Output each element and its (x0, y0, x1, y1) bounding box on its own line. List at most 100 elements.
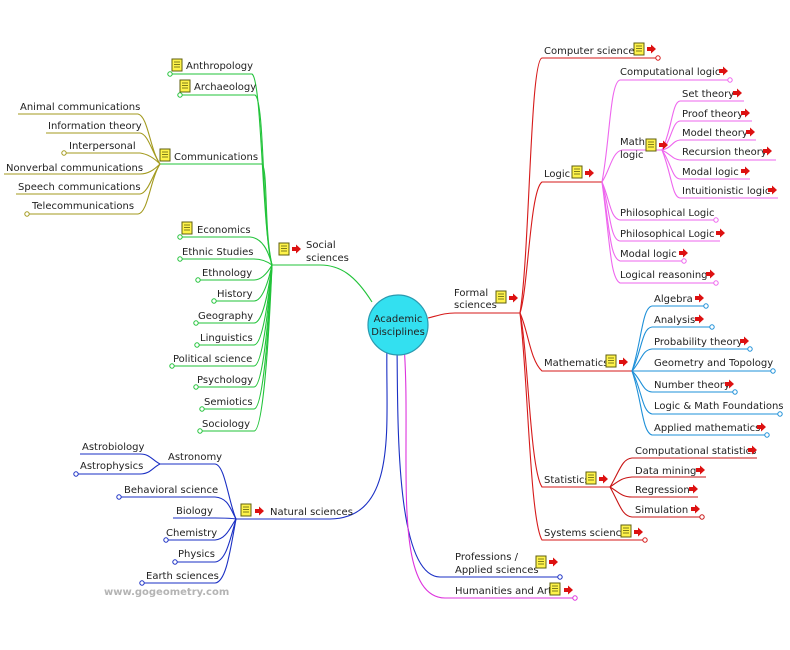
node-geography[interactable]: Geography (198, 311, 253, 322)
node-archaeology[interactable]: Archaeology (194, 82, 256, 93)
node-recursion-theory[interactable]: Recursion theory (682, 147, 767, 158)
link-arrow-icon[interactable] (691, 504, 700, 514)
note-icon (605, 354, 617, 368)
connectors (4, 57, 780, 599)
node-computational-logic[interactable]: Computational logic (620, 67, 720, 78)
node-nonverbal-communications[interactable]: Nonverbal communications (6, 163, 143, 174)
note-icon (495, 290, 507, 304)
node-systems-science[interactable]: Systems science (544, 528, 627, 539)
link-arrow-icon[interactable] (564, 585, 573, 595)
branch-social-sciences[interactable]: Social sciences (278, 240, 349, 264)
node-data-mining[interactable]: Data mining (635, 466, 696, 477)
node-logical-reasoning[interactable]: Logical reasoning (620, 270, 708, 281)
node-logic[interactable]: Logic (544, 169, 570, 180)
link-arrow-icon[interactable] (741, 166, 750, 176)
central-label-2: Disciplines (371, 327, 425, 338)
link-arrow-icon[interactable] (647, 44, 656, 54)
node-math-logic-2[interactable]: logic (620, 150, 644, 161)
node-speech-communications[interactable]: Speech communications (18, 182, 141, 193)
link-arrow-icon[interactable] (599, 474, 608, 484)
node-linguistics[interactable]: Linguistics (200, 333, 253, 344)
node-computational-statistics[interactable]: Computational statistics (635, 446, 756, 457)
node-algebra[interactable]: Algebra (654, 294, 693, 305)
link-arrow-icon[interactable] (716, 228, 725, 238)
link-arrow-icon[interactable] (695, 314, 704, 324)
link-arrow-icon[interactable] (733, 88, 742, 98)
node-animal-communications[interactable]: Animal communications (20, 102, 140, 113)
node-number-theory[interactable]: Number theory (654, 380, 730, 391)
node-ethnic-studies[interactable]: Ethnic Studies (182, 247, 253, 258)
formal-label-2: sciences (454, 300, 497, 311)
node-ethnology[interactable]: Ethnology (202, 268, 252, 279)
note-icon (171, 58, 183, 72)
note-icon (585, 471, 597, 485)
node-astrophysics[interactable]: Astrophysics (80, 461, 143, 472)
node-math-logic-1[interactable]: Math (620, 137, 645, 148)
node-probability-theory[interactable]: Probability theory (654, 337, 743, 348)
node-economics[interactable]: Economics (197, 225, 251, 236)
node-philosophical-logic-2[interactable]: Philosophical Logic (620, 229, 715, 240)
link-arrow-icon[interactable] (292, 244, 301, 254)
watermark: www.gogeometry.com (104, 587, 229, 598)
node-intuitionistic-logic[interactable]: Intuitionistic logic (682, 186, 770, 197)
note-icon (181, 221, 193, 235)
node-modal-logic-math[interactable]: Modal logic (682, 167, 739, 178)
link-arrow-icon[interactable] (679, 248, 688, 258)
branch-natural-sciences[interactable]: Natural sciences (240, 503, 353, 518)
node-history[interactable]: History (217, 289, 253, 300)
node-proof-theory[interactable]: Proof theory (682, 109, 743, 120)
link-arrow-icon[interactable] (255, 506, 264, 516)
link-arrow-icon[interactable] (689, 484, 698, 494)
node-philosophical-logic-1[interactable]: Philosophical Logic (620, 208, 715, 219)
node-applied-mathematics[interactable]: Applied mathematics (654, 423, 760, 434)
link-arrow-icon[interactable] (696, 465, 705, 475)
humanities-label: Humanities and Arts (455, 586, 557, 597)
node-earth-sciences[interactable]: Earth sciences (146, 571, 219, 582)
note-icon (179, 79, 191, 93)
social-label-2: sciences (306, 253, 349, 264)
node-statistics[interactable]: Statistics (544, 475, 590, 486)
node-modal-logic[interactable]: Modal logic (620, 249, 677, 260)
node-chemistry[interactable]: Chemistry (166, 528, 217, 539)
link-arrow-icon[interactable] (695, 293, 704, 303)
branch-humanities[interactable]: Humanities and Arts (455, 582, 573, 597)
node-set-theory[interactable]: Set theory (682, 89, 734, 100)
node-geometry-topology[interactable]: Geometry and Topology (654, 358, 773, 369)
social-label-1: Social (306, 240, 336, 251)
node-mathematics[interactable]: Mathematics (544, 358, 608, 369)
node-simulation[interactable]: Simulation (635, 505, 688, 516)
branch-professions[interactable]: Professions / Applied sciences (455, 552, 558, 576)
node-astronomy[interactable]: Astronomy (168, 452, 222, 463)
node-political-science[interactable]: Political science (173, 354, 252, 365)
node-logic-math-foundations[interactable]: Logic & Math Foundations (654, 401, 784, 412)
node-anthropology[interactable]: Anthropology (186, 61, 253, 72)
node-physics[interactable]: Physics (178, 549, 215, 560)
node-analysis[interactable]: Analysis (654, 315, 695, 326)
link-arrow-icon[interactable] (585, 168, 594, 178)
statistics-items: Computational statistics Data mining Reg… (635, 445, 757, 516)
link-arrow-icon[interactable] (634, 527, 643, 537)
node-computer-sciences[interactable]: Computer sciences (544, 46, 640, 57)
node-astrobiology[interactable]: Astrobiology (82, 442, 144, 453)
link-arrow-icon[interactable] (719, 66, 728, 76)
node-interpersonal[interactable]: Interpersonal (69, 141, 136, 152)
link-arrow-icon[interactable] (619, 357, 628, 367)
node-biology[interactable]: Biology (176, 506, 213, 517)
central-label-1: Academic (374, 314, 423, 325)
node-model-theory[interactable]: Model theory (682, 128, 748, 139)
node-information-theory[interactable]: Information theory (48, 121, 142, 132)
node-psychology[interactable]: Psychology (197, 375, 253, 386)
node-sociology[interactable]: Sociology (202, 419, 250, 430)
central-node[interactable]: Academic Disciplines (367, 294, 429, 356)
link-arrow-icon[interactable] (549, 557, 558, 567)
node-semiotics[interactable]: Semiotics (204, 397, 253, 408)
link-arrow-icon[interactable] (509, 293, 518, 303)
natural-label: Natural sciences (270, 507, 353, 518)
note-icon (633, 42, 645, 56)
node-regression[interactable]: Regression (635, 485, 690, 496)
node-telecommunications[interactable]: Telecommunications (31, 201, 134, 212)
node-behavioral-science[interactable]: Behavioral science (124, 485, 218, 496)
node-communications[interactable]: Communications (174, 152, 258, 163)
branch-formal-sciences[interactable]: Formal sciences (454, 288, 518, 311)
